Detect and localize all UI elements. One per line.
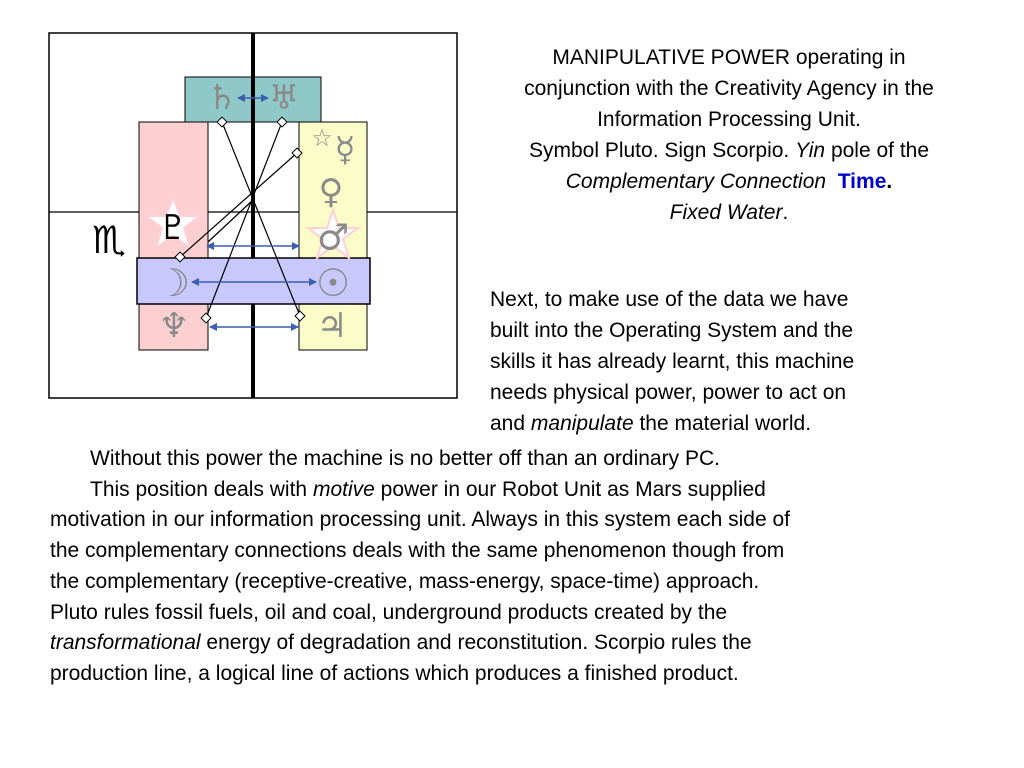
title-period-2: . xyxy=(782,201,789,224)
connection-markers xyxy=(174,116,306,324)
venus-icon: ♀ xyxy=(319,172,344,212)
body-line-6: Pluto rules fossil fuels, oil and coal, … xyxy=(50,600,728,624)
title-line-4: Symbol Pluto. Sign Scorpio. Yin pole of … xyxy=(468,135,990,166)
title-fixed-water: Fixed Water xyxy=(669,201,783,224)
title-line-3: Information Processing Unit. xyxy=(597,108,861,131)
scorpio-icon: ♏ xyxy=(92,218,126,262)
title-period: . xyxy=(886,170,893,193)
saturn-icon: ♄ xyxy=(207,78,237,118)
body-line-2-a: This position deals with xyxy=(90,477,308,501)
planetary-diagram: ♏ ♄ ♅ ☆ ☿ ♀ ♂ ♇ ☽ ☉ ♆ ♃ xyxy=(48,32,458,399)
uranus-icon: ♅ xyxy=(269,78,299,118)
para-line-3: skills it has already learnt, this machi… xyxy=(490,350,855,373)
body-line-4: the complementary connections deals with… xyxy=(50,539,785,563)
body-line-8: production line, a logical line of actio… xyxy=(50,661,739,685)
para-and: and xyxy=(490,412,526,435)
para-line-4: needs physical power, power to act on xyxy=(490,381,847,404)
body-paragraph: Without this power the machine is no bet… xyxy=(50,444,980,690)
title-symbol-sign: Symbol Pluto. Sign Scorpio. xyxy=(528,139,790,162)
right-star-highlight xyxy=(304,206,362,261)
para-manipulate: manipulate xyxy=(530,412,634,435)
connection-arrows xyxy=(191,94,317,331)
body-line-3: motivation in our information processing… xyxy=(50,508,791,532)
title-time: Time xyxy=(837,170,887,193)
body-line-7: transformational energy of degradation a… xyxy=(50,628,980,659)
body-transformational: transformational xyxy=(50,631,201,655)
mars-icon: ♂ xyxy=(317,218,349,259)
title-line-6: Fixed Water. xyxy=(468,197,990,228)
sun-icon: ☉ xyxy=(316,261,350,305)
title-line-1: MANIPULATIVE POWER operating in xyxy=(552,46,906,69)
left-star-highlight xyxy=(143,194,203,251)
title-yin: Yin xyxy=(795,139,826,162)
body-line-7-rest: energy of degradation and reconstitution… xyxy=(206,631,752,655)
body-motive: motive xyxy=(312,477,375,501)
mercury-icon: ☿ xyxy=(335,130,356,170)
body-line-5: the complementary (receptive-creative, m… xyxy=(50,569,760,593)
slide-title: MANIPULATIVE POWER operating in conjunct… xyxy=(468,42,990,228)
body-line-2: This position deals with motive power in… xyxy=(50,475,980,506)
jupiter-icon: ♃ xyxy=(317,306,347,346)
para-line-1: Next, to make use of the data we have xyxy=(490,288,849,311)
para-line-5-rest: the material world. xyxy=(639,412,812,435)
title-line-2: conjunction with the Creativity Agency i… xyxy=(524,77,934,100)
intro-paragraph: Next, to make use of the data we have bu… xyxy=(490,284,960,439)
body-line-2-b: power in our Robot Unit as Mars supplied xyxy=(380,477,766,501)
para-line-2: built into the Operating System and the xyxy=(490,319,854,342)
title-pole-of: pole of the xyxy=(830,139,930,162)
pluto-icon: ♇ xyxy=(158,208,188,248)
neptune-icon: ♆ xyxy=(159,306,189,346)
star-icon: ☆ xyxy=(311,124,333,152)
title-line-5: Complementary Connection Time. xyxy=(468,166,990,197)
body-line-1: Without this power the machine is no bet… xyxy=(90,447,720,470)
para-line-5: and manipulate the material world. xyxy=(490,408,960,439)
title-complementary-connection: Complementary Connection xyxy=(565,170,827,193)
moon-icon: ☽ xyxy=(156,261,190,305)
